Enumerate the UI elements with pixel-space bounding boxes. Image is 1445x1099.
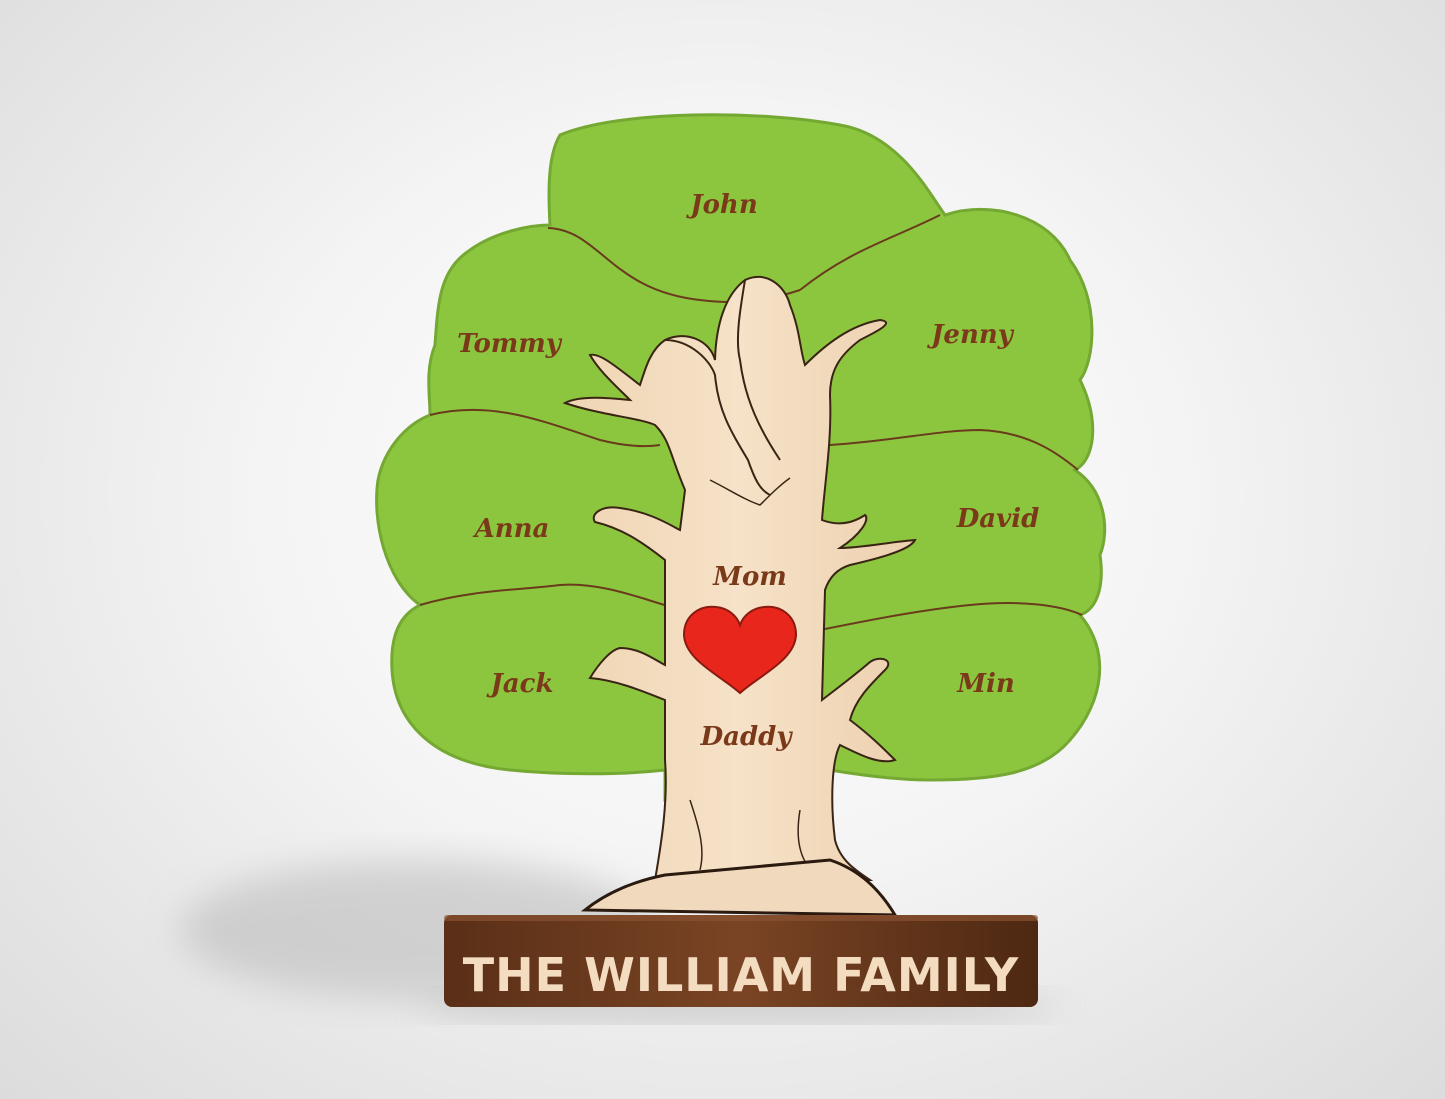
trunk-name-upper: Mom	[712, 562, 787, 592]
name-upper-left: Tommy	[457, 329, 563, 359]
plaque-board	[444, 915, 1038, 1007]
name-lower-right: Min	[956, 669, 1015, 699]
foliage-divider-middle-left	[429, 408, 661, 448]
foliage-divider-lower-left	[419, 583, 669, 607]
foliage-divider-upper-right	[799, 214, 941, 291]
couple-silhouette-icon	[664, 279, 781, 496]
heart-icon	[682, 605, 798, 695]
trunk-shape	[562, 275, 917, 881]
name-lower-left: Jack	[486, 669, 554, 699]
name-upper-right: Jenny	[926, 320, 1015, 350]
tree-trunk	[562, 275, 917, 917]
plaque-top-edge	[444, 915, 1038, 921]
name-middle-right: David	[956, 504, 1040, 534]
trunk-base	[580, 858, 898, 917]
name-top: John	[685, 190, 757, 220]
name-middle-left: Anna	[472, 514, 550, 544]
trunk-name-lower: Daddy	[700, 722, 794, 752]
plaque-title: THE WILLIAM FAMILY	[463, 948, 1019, 1002]
foliage-divider-lower-right	[819, 602, 1083, 631]
foliage-divider-middle-right	[829, 428, 1079, 471]
family-plaque: THE WILLIAM FAMILY	[444, 915, 1038, 1007]
